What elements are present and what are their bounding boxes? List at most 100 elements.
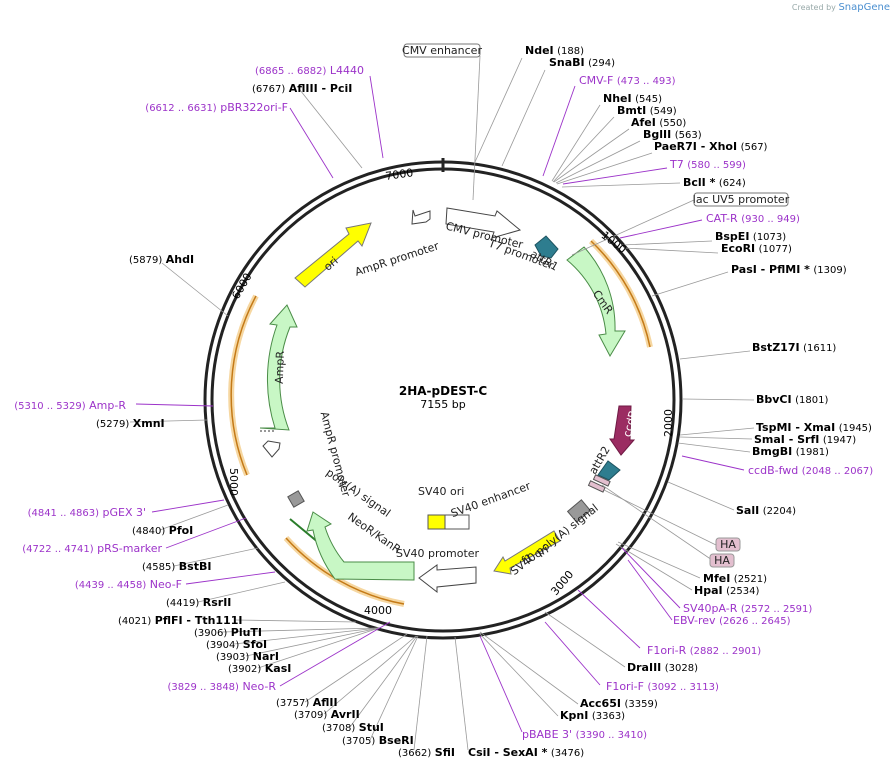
cmv-enhancer-box xyxy=(403,43,481,58)
enzyme-name: KpnI xyxy=(560,709,588,722)
leader-avrii xyxy=(323,635,417,715)
leader-lac-uv5 xyxy=(571,199,695,256)
leader-snabi xyxy=(501,69,546,167)
enzyme-name: BglII xyxy=(643,128,671,141)
enzyme-position: (550) xyxy=(659,118,686,129)
primer-name: L4440 xyxy=(330,64,364,77)
leader-pfoi xyxy=(159,504,229,531)
enzyme-label: (4840) PfoI xyxy=(132,524,193,537)
leader-rsrii xyxy=(197,581,286,603)
plasmid-name: 2HA-pDEST-C xyxy=(399,384,487,398)
enzyme-name: DraIII xyxy=(627,661,661,674)
enzyme-label: (3904) SfoI xyxy=(206,638,267,651)
leader-stui xyxy=(349,635,418,728)
sv40-promoter-arrow xyxy=(418,564,477,594)
enzyme-label: BbvCI (1801) xyxy=(756,393,828,406)
pleader-pbr322 xyxy=(289,107,334,179)
enzyme-label: (5879) AhdI xyxy=(129,253,194,266)
enzyme-position: (3904) xyxy=(206,640,239,651)
leader-ndei xyxy=(474,57,523,163)
enzyme-label: TspMI - XmaI (1945) xyxy=(756,421,872,434)
enzyme-label: (5279) XmnI xyxy=(96,417,165,430)
enzyme-position: (563) xyxy=(675,130,702,141)
primer-label: T7 (580 .. 599) xyxy=(669,158,746,171)
leader-hpai xyxy=(615,543,693,591)
leader-afliii xyxy=(299,89,363,169)
lac-uv5-box xyxy=(693,192,789,207)
enzyme-labels: NdeI (188)SnaBI (294)NheI (545)BmtI (549… xyxy=(96,44,872,759)
enzyme-position: (3757) xyxy=(276,698,309,709)
attr2-arrow xyxy=(597,460,621,481)
enzyme-label: BspEI (1073) xyxy=(715,230,786,243)
enzyme-label: SmaI - SrfI (1947) xyxy=(754,433,856,446)
enzyme-label: NheI (545) xyxy=(603,92,662,105)
enzyme-name: PfoI xyxy=(169,524,194,537)
leader-nari xyxy=(245,627,380,657)
enzyme-label: (3709) AvrII xyxy=(294,708,360,721)
primer-label: ccdB-fwd (2048 .. 2067) xyxy=(748,464,873,477)
leader-tspmi xyxy=(679,427,755,436)
enzyme-name: AfeI xyxy=(631,116,656,129)
enzyme-name: BspEI xyxy=(715,230,749,243)
leader-kasi xyxy=(257,627,380,669)
enzyme-name: SmaI - SrfI xyxy=(754,433,819,446)
tick-4000: 4000 xyxy=(364,604,392,617)
tick-7000: 7000 xyxy=(385,166,415,183)
primer-range: (4841 .. 4863) xyxy=(28,508,100,519)
enzyme-position: (3709) xyxy=(294,710,327,721)
orange-arc-amp-core xyxy=(230,295,257,476)
tick-2000: 2000 xyxy=(662,409,675,437)
orange-arc-cmr-core xyxy=(590,240,651,348)
leader-ha2 xyxy=(601,484,713,561)
primer-range: (2882 .. 2901) xyxy=(690,646,762,657)
primer-label: EBV-rev (2626 .. 2645) xyxy=(673,614,791,627)
leader-smai xyxy=(679,436,753,440)
primer-range: (6865 .. 6882) xyxy=(255,66,327,77)
enzyme-name: BstZ17I xyxy=(752,341,800,354)
leader-aflii xyxy=(304,633,408,703)
enzyme-name: EcoRI xyxy=(721,242,755,255)
leader-bcli xyxy=(561,182,681,188)
leader-lines xyxy=(129,55,755,751)
enzyme-label: BmtI (549) xyxy=(617,104,677,117)
enzyme-position: (4840) xyxy=(132,526,165,537)
pleader-f1orir xyxy=(577,589,641,649)
pleader-ccdbfwd xyxy=(681,455,745,471)
primer-name: pBABE 3' xyxy=(522,728,572,741)
primer-name: T7 xyxy=(669,158,684,171)
leader-xhoi xyxy=(556,152,653,185)
ha2-label: HA xyxy=(714,554,730,567)
enzyme-position: (2521) xyxy=(734,574,767,585)
enzyme-label: PasI - PflMI * (1309) xyxy=(731,263,847,276)
ampr-promoter-bottom-label: AmpR promoter xyxy=(318,410,353,498)
enzyme-label: BglII (563) xyxy=(643,128,702,141)
primer-label: SV40pA-R (2572 .. 2591) xyxy=(683,602,812,615)
sv40-enhancer-box xyxy=(444,514,470,530)
enzyme-position: (2204) xyxy=(763,506,796,517)
enzyme-label: (6767) AflIII - PciI xyxy=(252,82,352,95)
primer-name: ccdB-fwd xyxy=(748,464,798,477)
enzyme-label: (3757) AflII xyxy=(276,696,338,709)
enzyme-name: PluTI xyxy=(231,626,262,639)
enzyme-name: TspMI - XmaI xyxy=(756,421,835,434)
enzyme-position: (624) xyxy=(719,178,746,189)
primer-range: (3390 .. 3410) xyxy=(576,730,648,741)
ori-arrow xyxy=(294,222,372,288)
enzyme-name: CsiI - SexAI * xyxy=(468,746,548,759)
enzyme-name: NheI xyxy=(603,92,632,105)
enzyme-label: BstZ17I (1611) xyxy=(752,341,836,354)
primer-name: SV40pA-R xyxy=(683,602,738,615)
enzyme-name: RsrII xyxy=(203,596,232,609)
enzyme-position: (5279) xyxy=(96,419,129,430)
primer-name: F1ori-F xyxy=(606,680,644,693)
ha-tag-box-2 xyxy=(592,474,611,487)
primer-label: (4439 .. 4458) Neo-F xyxy=(75,578,182,591)
primer-label: CAT-R (930 .. 949) xyxy=(706,212,800,225)
primer-label: pBABE 3' (3390 .. 3410) xyxy=(522,728,647,741)
leader-pluti xyxy=(221,627,379,633)
primer-label: (3829 .. 3848) Neo-R xyxy=(168,680,277,693)
enzyme-name: PaeR7I - XhoI xyxy=(654,140,737,153)
enzyme-name: XmnI xyxy=(133,417,165,430)
leader-bseri xyxy=(369,635,419,741)
sv40-polya-box xyxy=(566,499,592,523)
